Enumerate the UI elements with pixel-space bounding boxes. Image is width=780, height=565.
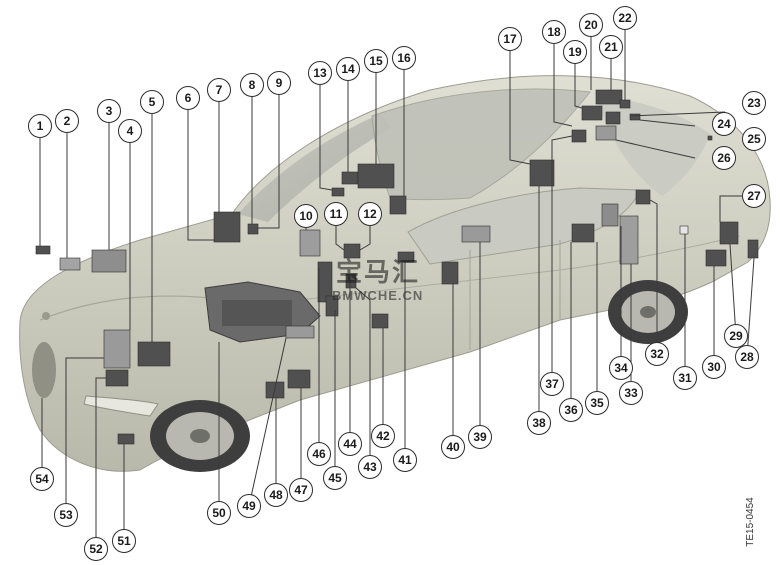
callout-11: 11 <box>324 202 348 226</box>
callout-45: 45 <box>323 466 347 490</box>
rear-wheel <box>608 280 688 344</box>
callout-37: 37 <box>540 372 564 396</box>
callout-36: 36 <box>559 398 583 422</box>
callout-42: 42 <box>371 424 395 448</box>
figure-code: TE15-0454 <box>745 497 756 547</box>
callout-51: 51 <box>112 529 136 553</box>
callout-31: 31 <box>673 366 697 390</box>
front-grille <box>32 342 56 398</box>
callout-12: 12 <box>358 202 382 226</box>
callout-22: 22 <box>613 6 637 30</box>
callout-17: 17 <box>498 27 522 51</box>
callout-4: 4 <box>118 119 142 143</box>
callout-32: 32 <box>645 342 669 366</box>
callout-48: 48 <box>264 483 288 507</box>
callout-33: 33 <box>619 381 643 405</box>
callout-21: 21 <box>599 35 623 59</box>
car-body <box>19 75 771 472</box>
callout-38: 38 <box>527 411 551 435</box>
watermark: 宝马汇 BMWCHE.CN <box>328 250 468 310</box>
watermark-text-cn: 宝马汇 <box>336 258 421 288</box>
rear-window <box>596 96 710 196</box>
callout-16: 16 <box>392 46 416 70</box>
callout-53: 53 <box>54 503 78 527</box>
front-wheel <box>150 400 250 472</box>
callout-46: 46 <box>307 442 331 466</box>
callout-27: 27 <box>742 184 766 208</box>
callout-34: 34 <box>609 356 633 380</box>
callout-6: 6 <box>176 86 200 110</box>
leader-lines <box>39 30 755 549</box>
callout-49: 49 <box>237 494 261 518</box>
callout-23: 23 <box>742 91 766 115</box>
callout-20: 20 <box>579 13 603 37</box>
callout-47: 47 <box>289 478 313 502</box>
callout-24: 24 <box>712 112 736 136</box>
callout-9: 9 <box>267 71 291 95</box>
callout-30: 30 <box>702 355 726 379</box>
callout-44: 44 <box>338 432 362 456</box>
callout-54: 54 <box>30 467 54 491</box>
callout-1: 1 <box>28 114 52 138</box>
callout-8: 8 <box>240 73 264 97</box>
callout-40: 40 <box>441 435 465 459</box>
callout-43: 43 <box>358 455 382 479</box>
callout-35: 35 <box>585 391 609 415</box>
callout-2: 2 <box>55 109 79 133</box>
windshield <box>238 114 392 222</box>
callout-14: 14 <box>336 57 360 81</box>
components <box>35 89 759 445</box>
callout-52: 52 <box>84 537 108 561</box>
callout-28: 28 <box>735 345 759 369</box>
callout-18: 18 <box>542 20 566 44</box>
callout-50: 50 <box>207 501 231 525</box>
watermark-url: BMWCHE.CN <box>332 288 424 303</box>
callout-7: 7 <box>207 78 231 102</box>
callout-3: 3 <box>97 99 121 123</box>
callout-10: 10 <box>294 204 318 228</box>
callout-29: 29 <box>724 324 748 348</box>
callout-26: 26 <box>712 146 736 170</box>
callout-15: 15 <box>364 49 388 73</box>
callout-25: 25 <box>742 127 766 151</box>
callout-39: 39 <box>468 425 492 449</box>
callout-19: 19 <box>563 40 587 64</box>
callout-5: 5 <box>140 90 164 114</box>
callout-13: 13 <box>308 61 332 85</box>
callout-41: 41 <box>393 448 417 472</box>
